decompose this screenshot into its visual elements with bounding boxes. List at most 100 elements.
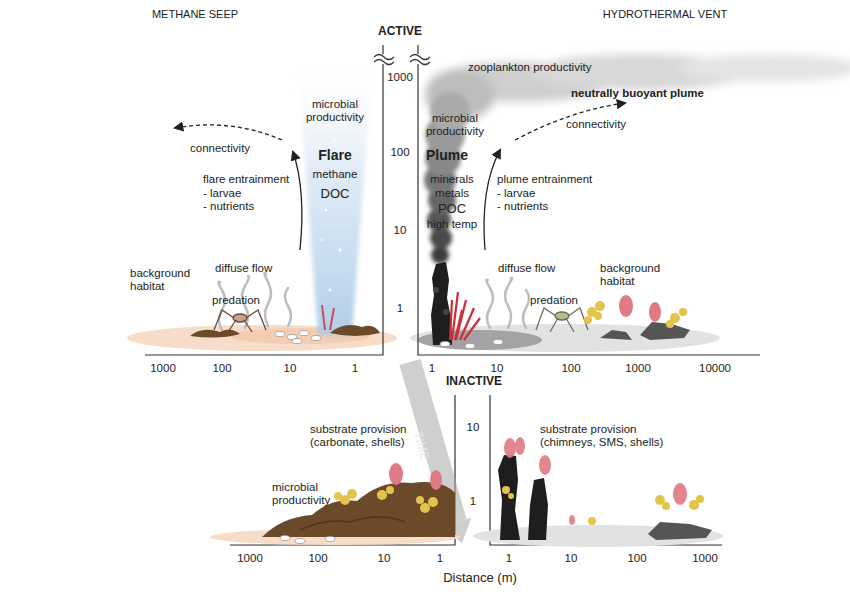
process-label: connectivity	[566, 118, 626, 131]
axis-line	[382, 45, 383, 54]
methane-flare	[298, 70, 372, 335]
axis-tick: 100	[308, 552, 327, 565]
seep-sediment	[127, 325, 397, 351]
shells	[275, 331, 503, 349]
axis-line	[145, 45, 760, 545]
axis-tick: 1000	[387, 71, 413, 84]
anemones	[569, 515, 575, 525]
vent-chimney	[431, 262, 452, 345]
tubeworms	[450, 292, 480, 340]
inactive-chimney	[528, 478, 548, 540]
axis-tick: 10	[378, 552, 391, 565]
inactive-seep-sediment	[300, 517, 405, 530]
shells	[440, 342, 450, 347]
axis-tick: 1	[437, 552, 443, 565]
neutrally-buoyant-plume	[425, 54, 850, 120]
anemones	[430, 470, 442, 490]
axis-line	[417, 45, 418, 54]
methane-flare	[325, 209, 327, 211]
yellow-corals	[428, 497, 438, 507]
inactive-seep-sediment	[210, 482, 460, 545]
yellow-corals	[386, 486, 394, 494]
process-label: predation	[530, 294, 578, 307]
anemones	[649, 302, 661, 322]
yellow-corals	[502, 486, 510, 494]
shells	[275, 332, 285, 337]
axis-break	[410, 60, 430, 65]
axis-tick: 1	[506, 552, 512, 565]
yellow-corals	[584, 301, 687, 328]
process-label: microbial productivity	[272, 481, 344, 507]
shells	[325, 537, 335, 542]
shells	[299, 331, 309, 336]
shells	[311, 336, 321, 341]
process-label: substrate provision (chimneys, SMS, shel…	[540, 423, 675, 449]
list-item: - larvae	[497, 187, 535, 200]
state-label: INACTIVE	[446, 374, 502, 388]
spider-crab	[214, 310, 266, 332]
diffuse-flow	[218, 273, 529, 330]
rocks	[648, 522, 712, 540]
process-label: connectivity	[190, 142, 250, 155]
flux-label: DOC	[321, 186, 350, 201]
axis-break	[410, 55, 430, 60]
yellow-corals	[662, 502, 670, 510]
methane-flare	[321, 239, 323, 241]
axis-tick: 100	[627, 552, 646, 565]
axis-break	[374, 60, 394, 65]
process-label: plume entrainment	[497, 173, 592, 186]
vent-chimney	[433, 287, 439, 293]
plume-label: Plume	[426, 147, 468, 163]
axis-tick: 1000	[237, 552, 263, 565]
shells	[280, 536, 335, 544]
spider-crab	[550, 318, 558, 332]
spider-crab	[566, 318, 574, 332]
axis-tick: 1000	[150, 362, 176, 375]
shells	[493, 340, 503, 345]
axis-tick: 1	[470, 495, 476, 508]
axis-tick: 10	[284, 362, 297, 375]
anemones	[673, 483, 687, 505]
vent-chimney	[431, 262, 452, 345]
anemones	[619, 295, 633, 317]
anemones	[515, 437, 525, 455]
spider-crab	[228, 320, 236, 332]
flux-label: high temp	[427, 218, 478, 231]
yellow-corals	[334, 486, 438, 513]
flux-label: minerals	[430, 173, 473, 186]
yellow-corals	[334, 492, 342, 500]
state-label: ACTIVE	[378, 24, 422, 38]
yellow-corals	[595, 301, 605, 311]
methane-flare	[339, 249, 342, 252]
axis-tick: 1000	[625, 362, 651, 375]
axis-break	[374, 55, 394, 60]
axis-tick: 10	[565, 552, 578, 565]
axis-break	[374, 55, 430, 65]
axis-tick: 100	[561, 362, 580, 375]
flux-label: methane	[313, 168, 358, 181]
anemones	[504, 438, 516, 458]
process-label: predation	[212, 294, 260, 307]
anemones	[504, 437, 687, 525]
axis-tick: 10000	[699, 362, 731, 375]
yellow-corals	[377, 490, 387, 500]
list-item: - nutrients	[203, 200, 254, 213]
tubeworms	[456, 300, 466, 340]
axis-tick: 1	[397, 302, 403, 315]
neutrally-buoyant-plume	[680, 54, 850, 82]
shells	[465, 344, 475, 349]
rocks	[648, 522, 712, 540]
axis-tick: 100	[390, 146, 409, 159]
tubeworms	[464, 318, 480, 340]
diffuse-flow	[486, 280, 493, 328]
process-label: zooplankton productivity	[468, 61, 591, 74]
yellow-corals	[420, 503, 430, 513]
list-item: - larvae	[203, 187, 241, 200]
methane-flare	[334, 139, 336, 141]
shells	[292, 339, 302, 344]
process-label: diffuse flow	[498, 262, 555, 275]
microbial-mat	[190, 329, 240, 337]
flux-label: metals	[435, 187, 469, 200]
process-label: microbial productivity	[419, 112, 491, 138]
